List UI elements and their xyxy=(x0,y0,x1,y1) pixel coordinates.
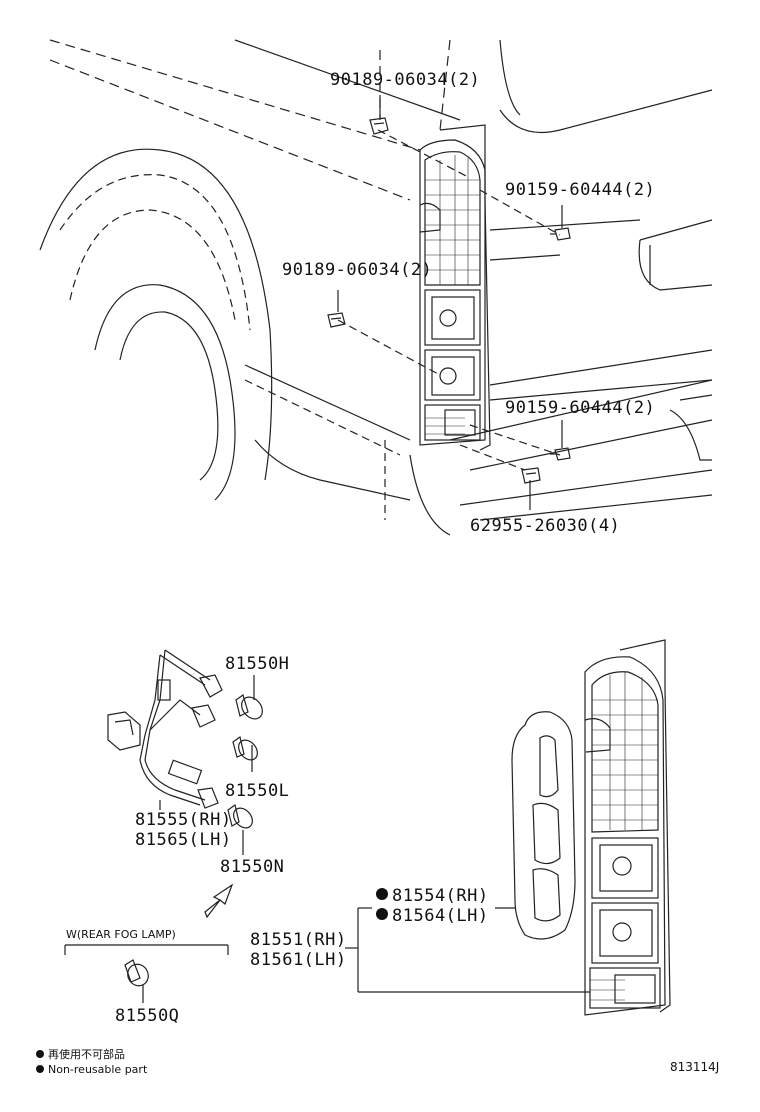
non-reusable-dot-icon xyxy=(376,888,388,900)
part-label-bulb-q: 81550Q xyxy=(115,1006,180,1026)
part-label-bulb-l: 81550L xyxy=(225,781,290,801)
lower-left-leaders xyxy=(159,675,255,855)
part-label-gasket-rh: 81554(RH) xyxy=(376,886,489,906)
fog-lamp-caption: W(REAR FOG LAMP) xyxy=(66,928,176,941)
lamp-lens-assembly xyxy=(584,639,671,1016)
part-label-gasket-lh-text: 81564(LH) xyxy=(392,906,489,926)
arrow-icon xyxy=(204,883,234,919)
screw-icon xyxy=(550,227,571,241)
vehicle-body-outline xyxy=(39,39,713,536)
bulb-icon xyxy=(235,694,263,720)
upper-fastener-leaders xyxy=(337,95,563,510)
gasket-outline xyxy=(511,711,576,940)
fog-lamp-bracket xyxy=(64,944,229,955)
part-label-socket-lh: 81565(LH) xyxy=(135,830,232,850)
non-reusable-dot-icon xyxy=(36,1065,44,1073)
part-label-bulb-n: 81550N xyxy=(220,857,285,877)
legend-japanese-text: 再使用不可部品 xyxy=(48,1048,125,1061)
clip-icon xyxy=(521,467,541,484)
non-reusable-dot-icon xyxy=(376,908,388,920)
legend-english: Non-reusable part xyxy=(36,1063,147,1076)
rear-combination-lamp-installed xyxy=(419,124,491,451)
part-label-lens-lh: 81561(LH) xyxy=(250,950,347,970)
bulb-icon xyxy=(227,803,253,829)
part-label-screw-lower: 90159-60444(2) xyxy=(505,398,656,418)
part-label-socket-rh: 81555(RH) xyxy=(135,810,232,830)
part-label-clip-lower: 90189-06034(2) xyxy=(282,260,433,280)
part-label-clip-upper: 90189-06034(2) xyxy=(330,70,481,90)
figure-number: 813114J xyxy=(670,1060,720,1074)
legend-japanese: 再使用不可部品 xyxy=(36,1046,125,1062)
part-label-gasket-lh: 81564(LH) xyxy=(376,906,489,926)
screw-icon xyxy=(550,447,571,461)
clip-icon xyxy=(327,312,346,328)
part-label-bulb-h: 81550H xyxy=(225,654,290,674)
clip-icon xyxy=(369,117,389,135)
part-label-gasket-rh-text: 81554(RH) xyxy=(392,886,489,906)
non-reusable-dot-icon xyxy=(36,1050,44,1058)
part-label-lens-rh: 81551(RH) xyxy=(250,930,347,950)
part-label-grommet: 62955-26030(4) xyxy=(470,516,621,536)
legend-english-text: Non-reusable part xyxy=(48,1063,148,1076)
bulb-icon xyxy=(124,959,149,1003)
socket-and-wire xyxy=(107,649,223,809)
lower-right-leaders xyxy=(345,907,590,993)
part-label-screw-upper: 90159-60444(2) xyxy=(505,180,656,200)
bulb-icon xyxy=(232,735,258,761)
